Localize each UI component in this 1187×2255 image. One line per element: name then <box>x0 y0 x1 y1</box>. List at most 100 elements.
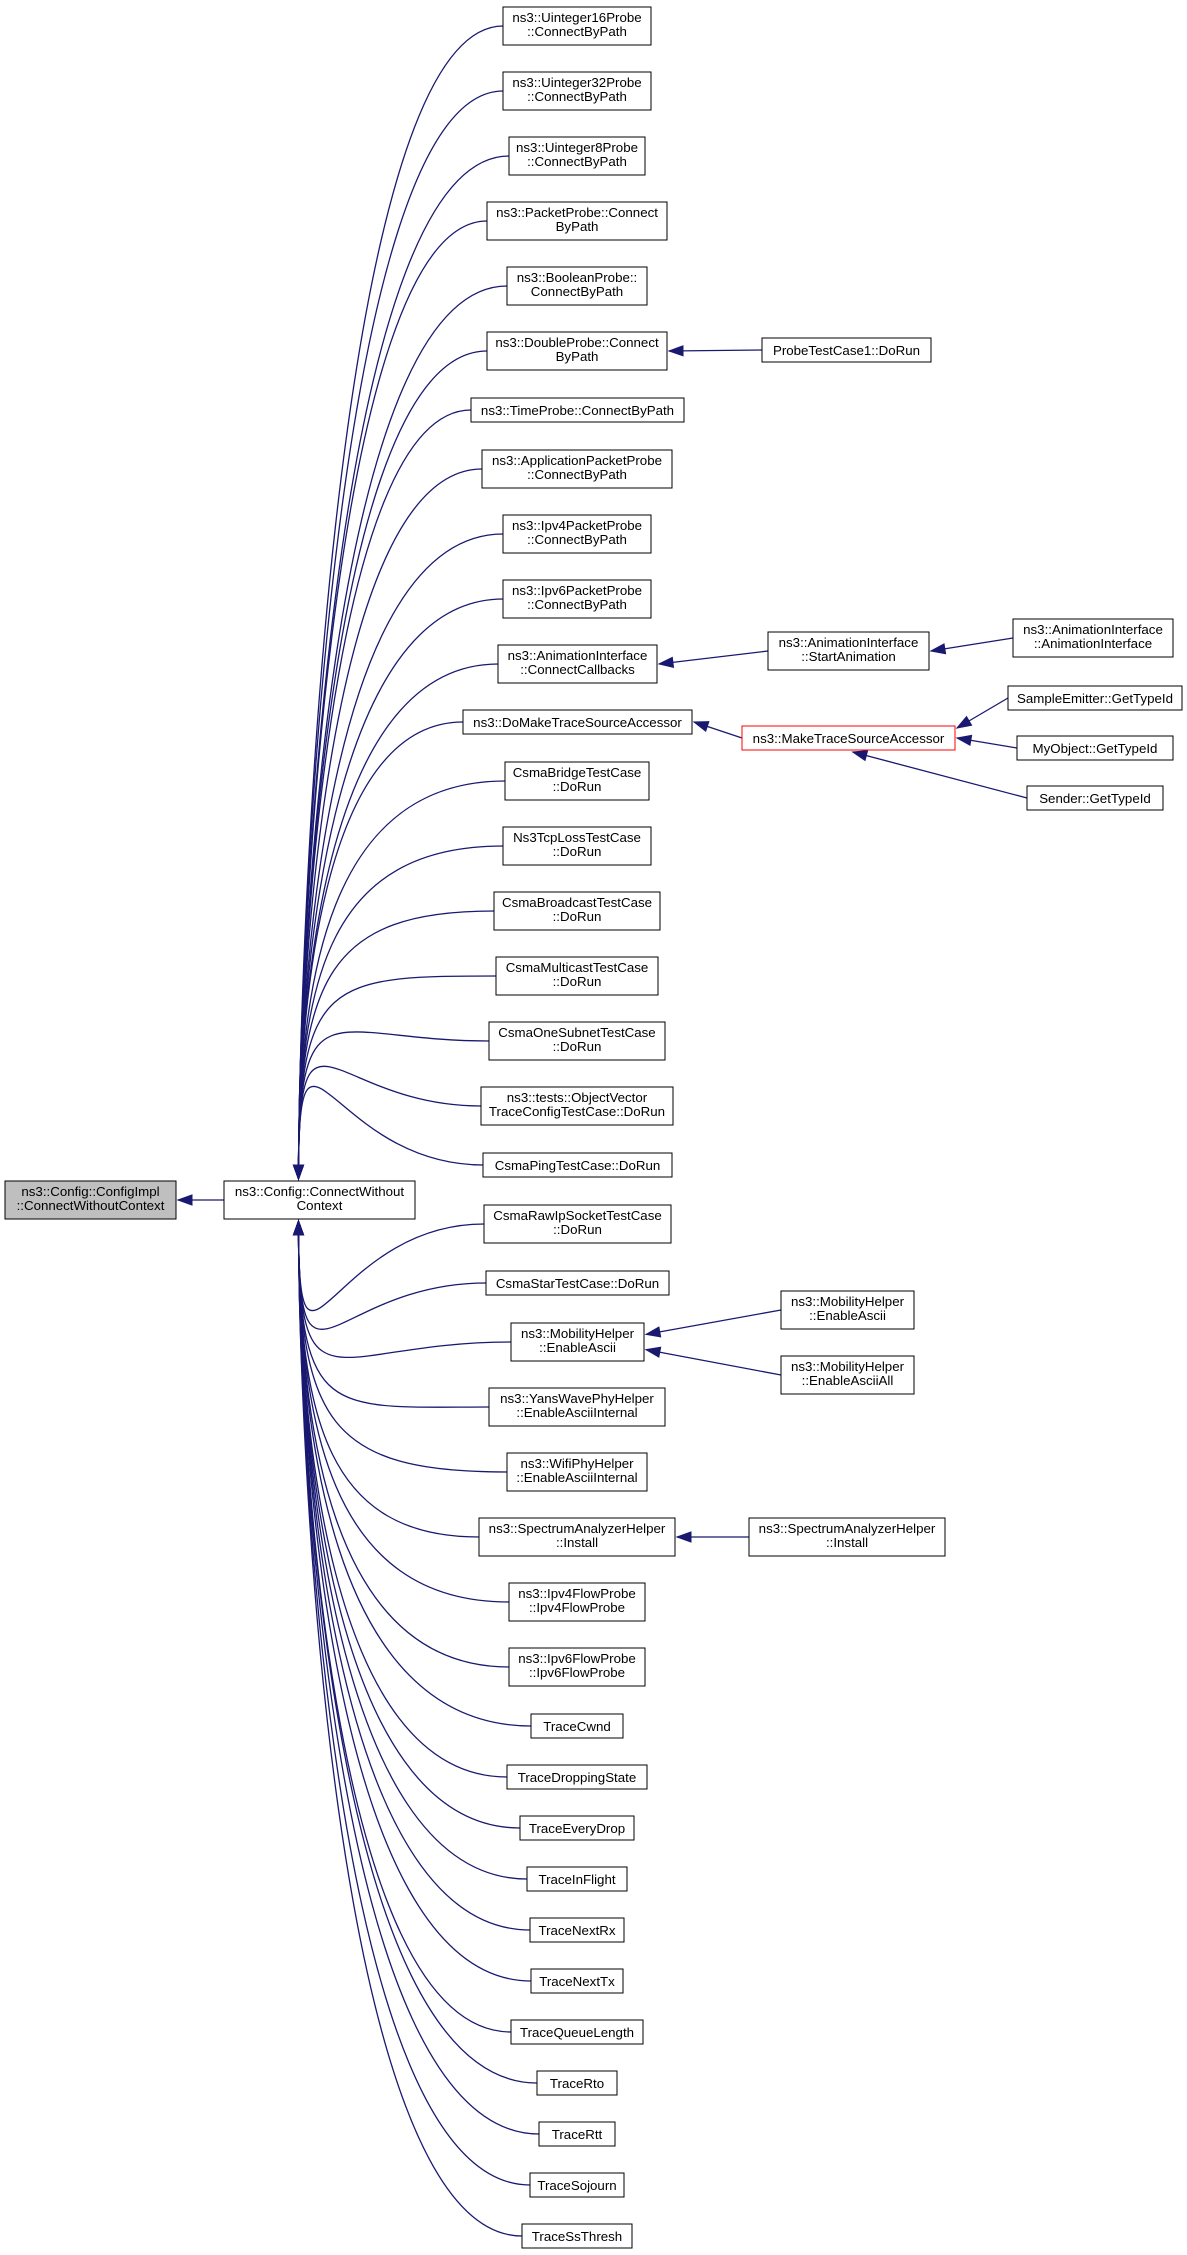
node-sender[interactable]: Sender::GetTypeId <box>1026 785 1164 811</box>
node-spec[interactable]: ns3::SpectrumAnalyzerHelper::Install <box>478 1517 676 1557</box>
node-sample[interactable]: SampleEmitter::GetTypeId <box>1007 685 1183 711</box>
node-label: ::ConnectByPath <box>527 532 627 547</box>
node-qlen[interactable]: TraceQueueLength <box>510 2019 644 2045</box>
node-box <box>483 1204 672 1244</box>
node-yans[interactable]: ns3::YansWavePhyHelper::EnableAsciiInter… <box>488 1387 666 1427</box>
node-ip6pkt[interactable]: ns3::Ipv6PacketProbe::ConnectByPath <box>502 579 652 619</box>
node-label: TraceNextRx <box>538 1923 615 1938</box>
edge-csmabcast-to-cwc <box>292 910 495 1181</box>
edge-mobascii-to-cwc <box>292 1219 512 1358</box>
node-label: ns3::Ipv6FlowProbe <box>518 1651 636 1666</box>
node-cwc[interactable]: ns3::Config::ConnectWithoutContext <box>223 1180 416 1220</box>
arrowhead-icon <box>667 345 684 357</box>
node-label: ::ConnectByPath <box>527 89 627 104</box>
node-label: CsmaRawIpSocketTestCase <box>493 1208 662 1223</box>
edge-cwc-to-root <box>176 1194 224 1206</box>
node-cwnd[interactable]: TraceCwnd <box>530 1713 624 1739</box>
node-csmabcast[interactable]: CsmaBroadcastTestCase::DoRun <box>493 891 661 931</box>
node-label: ns3::Ipv4PacketProbe <box>512 518 642 533</box>
node-ns3tcp[interactable]: Ns3TcpLossTestCase::DoRun <box>502 826 652 866</box>
node-box <box>486 331 668 371</box>
node-label: TraceConfigTestCase::DoRun <box>489 1104 665 1119</box>
node-dropstate[interactable]: TraceDroppingState <box>506 1764 648 1790</box>
node-label: ns3::tests::ObjectVector <box>507 1090 648 1105</box>
node-apppkt[interactable]: ns3::ApplicationPacketProbe::ConnectByPa… <box>481 449 673 489</box>
node-everydrop[interactable]: TraceEveryDrop <box>519 1815 635 1841</box>
node-csmaraw[interactable]: CsmaRawIpSocketTestCase::DoRun <box>483 1204 672 1244</box>
node-label: CsmaBridgeTestCase <box>513 765 642 780</box>
node-nexttx[interactable]: TraceNextTx <box>530 1968 624 1994</box>
node-label: ConnectByPath <box>531 284 623 299</box>
node-box <box>502 514 652 554</box>
node-box <box>780 1290 915 1330</box>
node-root[interactable]: ns3::Config::ConfigImpl::ConnectWithoutC… <box>4 1180 177 1220</box>
node-ip6flow[interactable]: ns3::Ipv6FlowProbe::Ipv6FlowProbe <box>508 1647 646 1687</box>
node-animcc[interactable]: ns3::AnimationInterface::ConnectCallback… <box>497 644 658 684</box>
node-domake[interactable]: ns3::DoMakeTraceSourceAccessor <box>462 709 693 735</box>
node-label: ns3::Uinteger32Probe <box>512 75 641 90</box>
node-dbl[interactable]: ns3::DoubleProbe::ConnectByPath <box>486 331 668 371</box>
node-csmastar[interactable]: CsmaStarTestCase::DoRun <box>485 1270 670 1296</box>
node-rto[interactable]: TraceRto <box>536 2070 618 2096</box>
node-spec2[interactable]: ns3::SpectrumAnalyzerHelper::Install <box>748 1517 946 1557</box>
edge-u16-to-cwc <box>292 25 504 1181</box>
node-time[interactable]: ns3::TimeProbe::ConnectByPath <box>470 397 685 423</box>
node-box <box>521 2223 633 2249</box>
node-box <box>536 2070 618 2096</box>
node-pkt[interactable]: ns3::PacketProbe::ConnectByPath <box>486 201 668 241</box>
node-mobascii2[interactable]: ns3::MobilityHelper::EnableAscii <box>780 1290 915 1330</box>
node-label: TraceRto <box>550 2076 604 2091</box>
node-inflight[interactable]: TraceInFlight <box>526 1866 628 1892</box>
arrowhead-icon <box>955 715 973 729</box>
node-sojourn[interactable]: TraceSojourn <box>529 2172 625 2198</box>
node-box <box>1007 685 1183 711</box>
node-label: ::DoRun <box>553 909 602 924</box>
node-ssthresh[interactable]: TraceSsThresh <box>521 2223 633 2249</box>
node-nextrx[interactable]: TraceNextRx <box>529 1917 625 1943</box>
node-label: CsmaOneSubnetTestCase <box>498 1025 655 1040</box>
node-label: ::Ipv6FlowProbe <box>529 1665 625 1680</box>
edge-csmamcast-to-cwc <box>292 975 497 1181</box>
node-label: TraceSsThresh <box>532 2229 622 2244</box>
edge-csmabridge-to-cwc <box>292 780 506 1181</box>
node-myobj[interactable]: MyObject::GetTypeId <box>1016 735 1174 761</box>
edge-nextrx-to-cwc <box>292 1219 531 1931</box>
node-mobasciiall[interactable]: ns3::MobilityHelper::EnableAsciiAll <box>780 1355 915 1395</box>
node-csmaone[interactable]: CsmaOneSubnetTestCase::DoRun <box>488 1021 666 1061</box>
node-ip4flow[interactable]: ns3::Ipv4FlowProbe::Ipv4FlowProbe <box>508 1582 646 1622</box>
node-box <box>488 1387 666 1427</box>
node-probetc[interactable]: ProbeTestCase1::DoRun <box>761 337 932 363</box>
node-csmaping[interactable]: CsmaPingTestCase::DoRun <box>482 1152 673 1178</box>
node-mobascii[interactable]: ns3::MobilityHelper::EnableAscii <box>510 1322 645 1362</box>
node-animctor[interactable]: ns3::AnimationInterface::AnimationInterf… <box>1012 618 1174 658</box>
node-label: TraceCwnd <box>543 1719 611 1734</box>
node-label: TraceNextTx <box>539 1974 615 1989</box>
node-label: TraceSojourn <box>537 2178 616 2193</box>
node-rtt[interactable]: TraceRtt <box>538 2121 616 2147</box>
edge-cwnd-to-cwc <box>292 1219 532 1727</box>
node-label: ::EnableAsciiInternal <box>516 1470 637 1485</box>
node-label: Ns3TcpLossTestCase <box>513 830 641 845</box>
node-label: ::AnimationInterface <box>1034 636 1152 651</box>
node-box <box>510 2019 644 2045</box>
node-wifi[interactable]: ns3::WifiPhyHelper::EnableAsciiInternal <box>506 1452 648 1492</box>
node-label: ns3::PacketProbe::Connect <box>496 205 658 220</box>
node-u16[interactable]: ns3::Uinteger16Probe::ConnectByPath <box>502 6 652 46</box>
node-ip4pkt[interactable]: ns3::Ipv4PacketProbe::ConnectByPath <box>502 514 652 554</box>
node-box <box>502 579 652 619</box>
node-make[interactable]: ns3::MakeTraceSourceAccessor <box>741 725 956 751</box>
arrowhead-icon <box>929 643 947 655</box>
node-bool[interactable]: ns3::BooleanProbe::ConnectByPath <box>506 266 648 306</box>
node-u32[interactable]: ns3::Uinteger32Probe::ConnectByPath <box>502 71 652 111</box>
node-label: ns3::DoubleProbe::Connect <box>495 335 659 350</box>
node-csmabridge[interactable]: CsmaBridgeTestCase::DoRun <box>504 761 650 801</box>
node-u8[interactable]: ns3::Uinteger8Probe::ConnectByPath <box>508 136 646 176</box>
node-box <box>767 631 930 671</box>
node-animstart[interactable]: ns3::AnimationInterface::StartAnimation <box>767 631 930 671</box>
node-csmamcast[interactable]: CsmaMulticastTestCase::DoRun <box>495 956 659 996</box>
node-box <box>1012 618 1174 658</box>
node-box <box>508 1647 646 1687</box>
edge-csmaping-to-cwc <box>292 1085 484 1181</box>
node-objvec[interactable]: ns3::tests::ObjectVectorTraceConfigTestC… <box>480 1086 674 1126</box>
